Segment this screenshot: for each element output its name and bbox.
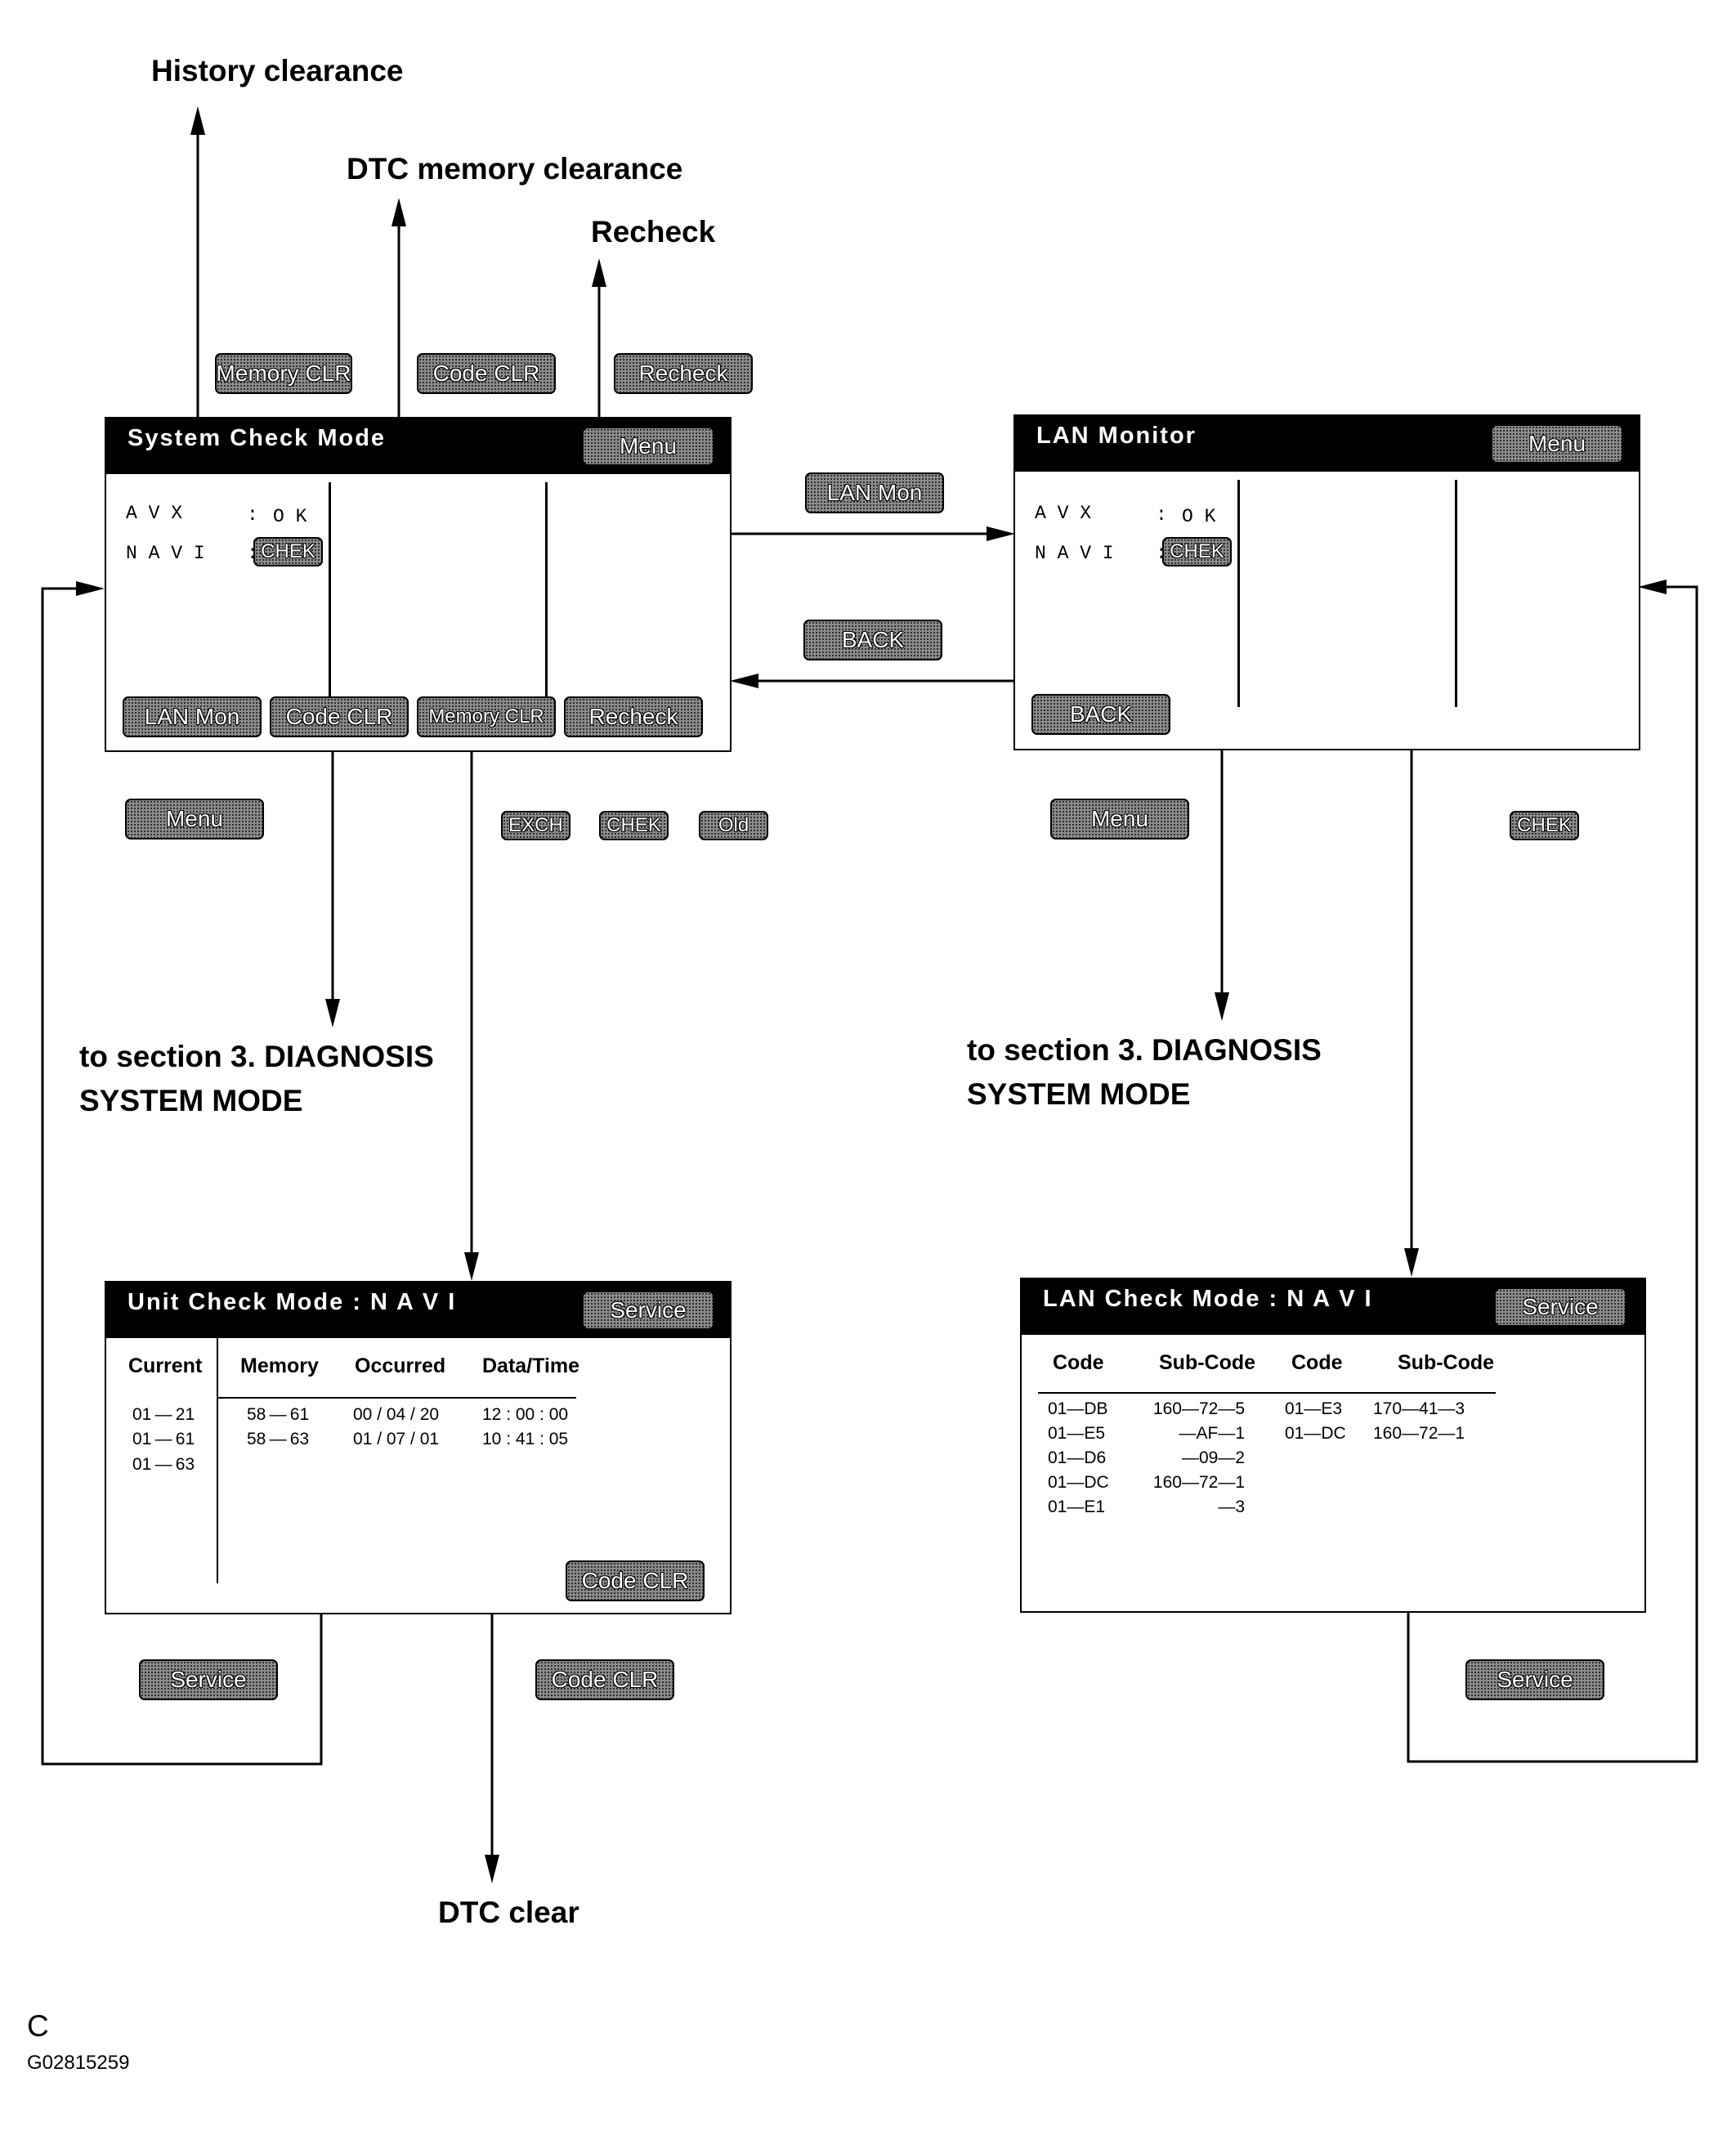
screen-title: LAN Check Mode : N A V I xyxy=(1043,1286,1373,1312)
service-transition-button-right[interactable]: Service xyxy=(1465,1659,1604,1700)
screen-title: LAN Monitor xyxy=(1036,423,1197,449)
code-clr-button[interactable]: Code CLR xyxy=(417,353,556,394)
screen-title: Unit Check Mode : N A V I xyxy=(128,1289,457,1315)
header-code: Code xyxy=(1291,1351,1343,1374)
dtc-clear-label: DTC clear xyxy=(438,1896,579,1929)
navi-label: N A V I xyxy=(126,543,205,564)
header-sub-code: Sub-Code xyxy=(1159,1351,1256,1374)
back-button[interactable]: BACK xyxy=(803,620,942,660)
avx-label: A V X xyxy=(126,503,183,524)
header-current: Current xyxy=(128,1354,203,1377)
divider xyxy=(329,482,331,699)
system-check-mode-screen: System Check Mode Menu A V X : O K N A V… xyxy=(105,417,732,752)
history-clearance-label: History clearance xyxy=(151,54,404,87)
chek-transition-button-right[interactable]: CHEK xyxy=(1510,811,1579,840)
memory-clr-screen-button[interactable]: Memory CLR xyxy=(417,696,556,737)
menu-transition-button-right[interactable]: Menu xyxy=(1050,799,1189,839)
navi-chek-status[interactable]: CHEK xyxy=(1162,537,1232,566)
menu-button[interactable]: Menu xyxy=(582,427,714,466)
lan-monitor-screen: LAN Monitor Menu A V X : O K N A V I : C… xyxy=(1013,414,1640,750)
current-value: 01 — 61 xyxy=(132,1430,195,1448)
sub-code-value: 170—41—3 xyxy=(1373,1399,1465,1418)
current-value: 01 — 63 xyxy=(132,1455,195,1474)
service-button[interactable]: Service xyxy=(582,1291,714,1330)
screen-header: System Check Mode Menu xyxy=(106,419,730,474)
avx-separator: : xyxy=(1156,504,1167,526)
header-underline xyxy=(217,1397,576,1399)
current-value: 01 — 21 xyxy=(132,1405,195,1424)
column-divider xyxy=(217,1338,218,1583)
sub-code-value: 160—72—1 xyxy=(1152,1473,1245,1492)
divider xyxy=(1237,480,1240,707)
header-underline xyxy=(1038,1392,1496,1394)
occurred-value: 00 / 04 / 20 xyxy=(353,1405,440,1424)
datetime-value: 12 : 00 : 00 xyxy=(482,1405,569,1424)
memory-clr-button[interactable]: Memory CLR xyxy=(215,353,352,394)
avx-label: A V X xyxy=(1035,503,1092,524)
code-value: 01—E1 xyxy=(1048,1498,1106,1516)
sub-code-value: —AF—1 xyxy=(1179,1424,1245,1443)
code-clr-screen-button[interactable]: Code CLR xyxy=(270,696,409,737)
avx-status: O K xyxy=(1182,506,1216,527)
screen-header: Unit Check Mode : N A V I Service xyxy=(106,1283,730,1338)
recheck-label: Recheck xyxy=(591,215,716,248)
exch-button[interactable]: EXCH xyxy=(501,811,570,840)
header-sub-code: Sub-Code xyxy=(1398,1351,1495,1374)
datetime-value: 10 : 41 : 05 xyxy=(482,1430,569,1448)
service-button[interactable]: Service xyxy=(1494,1287,1626,1327)
sub-code-value: —09—2 xyxy=(1181,1448,1245,1467)
sub-code-value: 160—72—5 xyxy=(1152,1399,1245,1418)
code-value: 01—E5 xyxy=(1048,1424,1106,1443)
navi-label: N A V I xyxy=(1035,543,1114,564)
header-occurred: Occurred xyxy=(355,1354,446,1377)
code-clr-screen-button[interactable]: Code CLR xyxy=(566,1560,705,1601)
code-clr-transition-button[interactable]: Code CLR xyxy=(535,1659,674,1700)
code-value: 01—D6 xyxy=(1048,1448,1107,1467)
sub-code-value: —3 xyxy=(1218,1498,1245,1516)
recheck-screen-button[interactable]: Recheck xyxy=(564,696,703,737)
unit-check-mode-screen: Unit Check Mode : N A V I Service Curren… xyxy=(105,1281,732,1614)
lan-mon-screen-button[interactable]: LAN Mon xyxy=(123,696,262,737)
dtc-memory-clearance-label: DTC memory clearance xyxy=(347,152,683,186)
avx-status: O K xyxy=(273,506,307,527)
sub-code-value: 160—72—1 xyxy=(1373,1424,1465,1443)
lan-mon-button[interactable]: LAN Mon xyxy=(805,472,944,513)
figure-letter: C xyxy=(27,2009,49,2043)
loop-service-right xyxy=(1407,585,1698,1763)
screen-header: LAN Check Mode : N A V I Service xyxy=(1022,1279,1644,1335)
menu-transition-button-left[interactable]: Menu xyxy=(125,799,264,839)
figure-code: G02815259 xyxy=(27,2052,130,2074)
old-button[interactable]: Old xyxy=(699,811,768,840)
occurred-value: 01 / 07 / 01 xyxy=(353,1430,440,1448)
code-value: 01—DC xyxy=(1285,1424,1346,1443)
loop-service-left xyxy=(41,587,323,1766)
divider xyxy=(545,482,548,699)
lan-check-mode-screen: LAN Check Mode : N A V I Service Code Su… xyxy=(1020,1278,1646,1613)
memory-value: 58 — 61 xyxy=(247,1405,310,1424)
to-section-left-line1: to section 3. DIAGNOSIS xyxy=(79,1040,434,1073)
service-transition-button-left[interactable]: Service xyxy=(139,1659,278,1700)
to-section-right-line1: to section 3. DIAGNOSIS xyxy=(967,1033,1322,1067)
screen-header: LAN Monitor Menu xyxy=(1015,416,1639,472)
code-value: 01—E3 xyxy=(1285,1399,1343,1418)
header-code: Code xyxy=(1053,1351,1104,1374)
recheck-button[interactable]: Recheck xyxy=(614,353,753,394)
header-datetime: Data/Time xyxy=(482,1354,580,1377)
to-section-left-line2: SYSTEM MODE xyxy=(79,1084,303,1117)
code-value: 01—DC xyxy=(1048,1473,1109,1492)
back-screen-button[interactable]: BACK xyxy=(1031,694,1170,735)
code-value: 01—DB xyxy=(1048,1399,1108,1418)
header-memory: Memory xyxy=(240,1354,319,1377)
avx-separator: : xyxy=(247,504,258,526)
to-section-right-line2: SYSTEM MODE xyxy=(967,1077,1191,1111)
screen-title: System Check Mode xyxy=(128,425,387,451)
chek-button[interactable]: CHEK xyxy=(599,811,669,840)
navi-chek-status[interactable]: CHEK xyxy=(253,537,323,566)
divider xyxy=(1455,480,1457,707)
menu-button[interactable]: Menu xyxy=(1491,424,1623,463)
memory-value: 58 — 63 xyxy=(247,1430,310,1448)
